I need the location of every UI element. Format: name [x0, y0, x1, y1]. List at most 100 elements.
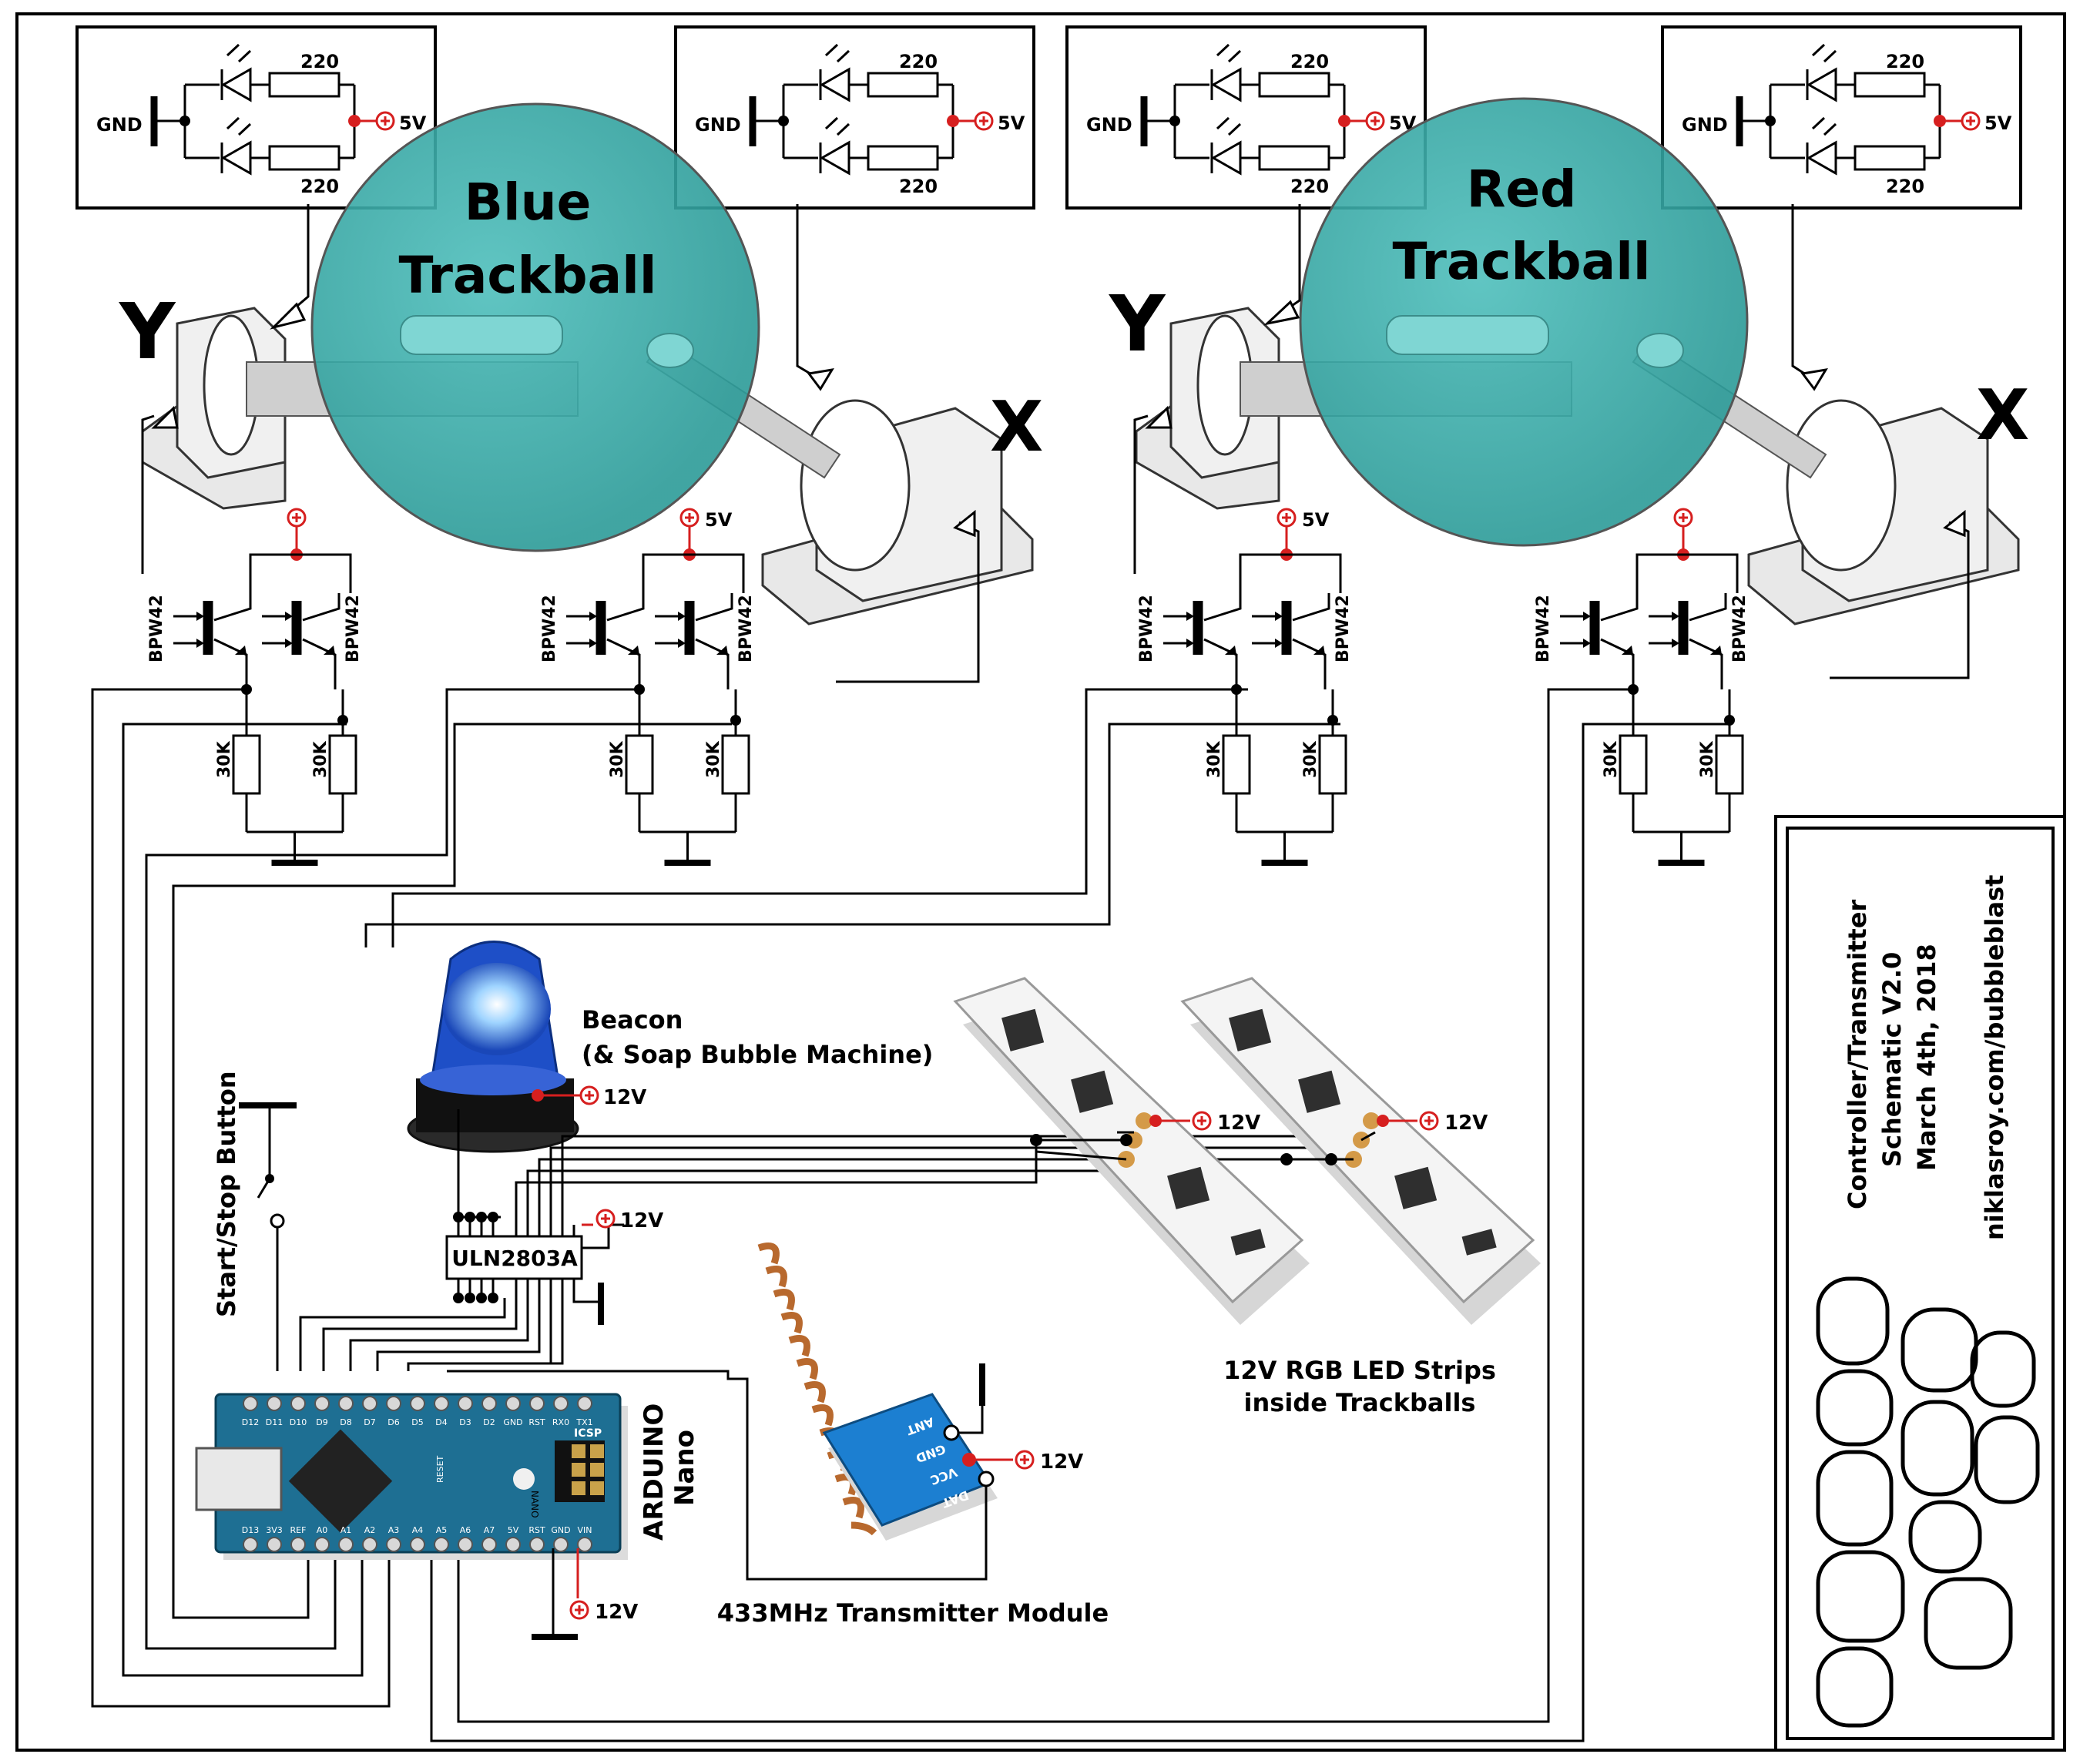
resistor-value: 30K [1205, 740, 1224, 778]
emitter [1292, 638, 1327, 689]
junction [730, 715, 741, 726]
resistor [867, 72, 939, 98]
junction [1628, 684, 1639, 695]
pin-label-a2: A2 [364, 1525, 376, 1535]
bpw42-label: BPW42 [540, 595, 559, 662]
bpw42-label: BPW42 [736, 595, 756, 662]
pin-label-a3: A3 [388, 1525, 400, 1535]
led-box-frame [1661, 25, 2022, 210]
emitter-arrow [1225, 646, 1236, 655]
header-pin [338, 1537, 354, 1552]
supply-label: 5V [1302, 509, 1330, 531]
icsp-pin [572, 1481, 585, 1495]
light-arrow-head [196, 639, 204, 648]
resistor-value: 220 [300, 176, 339, 197]
header-pin [577, 1537, 592, 1552]
header-pin [481, 1396, 497, 1411]
pin-label-d9: D9 [316, 1417, 327, 1427]
emission-arrow [226, 43, 240, 57]
header-pin [386, 1396, 401, 1411]
header-pin [410, 1396, 425, 1411]
resistor-value: 30K [1301, 740, 1320, 778]
light-arrow-head [285, 639, 293, 648]
arduino-nano [195, 1393, 628, 1560]
pin-label-a7: A7 [484, 1525, 495, 1535]
resistor-value: 30K [311, 740, 330, 778]
axis-x-red: X [1976, 375, 2029, 456]
emitter [606, 638, 641, 689]
emission-arrow [1227, 49, 1242, 63]
header-pin [243, 1396, 258, 1411]
collector [606, 593, 645, 622]
plus-icon [287, 508, 307, 528]
light-arrow-head [1275, 639, 1283, 648]
collector [1292, 593, 1330, 622]
pin-label-a0: A0 [317, 1525, 328, 1535]
wire [1635, 553, 1739, 593]
start-stop-button [239, 1102, 297, 1371]
title-url: niklasroy.com/bubbleblast [1980, 875, 2009, 1240]
axis-y-red: Y [1109, 279, 1166, 369]
header-pin [314, 1537, 330, 1552]
bpw42-label: BPW42 [1534, 595, 1553, 662]
header-pin [577, 1396, 592, 1411]
emission-arrow [836, 49, 850, 63]
resistor [1854, 72, 1926, 98]
header-pin [290, 1537, 306, 1552]
pin-label-tx1: TX1 [575, 1417, 592, 1427]
wire [249, 553, 352, 593]
header-pin [529, 1537, 545, 1552]
resistor-value: 220 [1886, 176, 1924, 197]
emitter [302, 638, 337, 689]
header-pin [529, 1396, 545, 1411]
blue-trackball-label: Blue [465, 173, 592, 232]
pin-label-d7: D7 [364, 1417, 375, 1427]
button-label: Start/Stop Button [212, 1071, 241, 1317]
pin-label-d12: D12 [242, 1417, 259, 1427]
emission-arrow [1216, 116, 1230, 130]
plus-icon [375, 111, 395, 131]
pin-label-d2: D2 [483, 1417, 495, 1427]
emission-arrow [237, 122, 252, 136]
pin-label-d11: D11 [266, 1417, 283, 1427]
resistor-value: 220 [899, 51, 938, 72]
title-line-1: Controller/Transmitter [1843, 899, 1872, 1209]
arduino-reset: RESET [435, 1455, 445, 1483]
title-block-outer [1774, 815, 2066, 1752]
emission-arrow [1216, 43, 1230, 57]
emitter-arrow [1622, 646, 1633, 655]
gnd-label: GND [96, 114, 143, 136]
supply-label: 5V [399, 112, 427, 134]
collector [1600, 593, 1639, 622]
transmitter-wiring [447, 1363, 988, 1581]
transmitter-supply: 12V [1040, 1450, 1083, 1474]
strips-label-2: inside Trackballs [1244, 1388, 1476, 1417]
title-line-3: March 4th, 2018 [1912, 944, 1941, 1171]
resistor-value: 220 [1886, 51, 1924, 72]
bpw42-label: BPW42 [1137, 595, 1156, 662]
resistor-value: 220 [1290, 51, 1329, 72]
resistor-value: 220 [1290, 176, 1329, 197]
header-pin [458, 1537, 473, 1552]
pin-label-gnd: GND [551, 1525, 570, 1535]
pulldown-resistor [1715, 734, 1744, 795]
emitter [1600, 638, 1635, 689]
emitter-arrow [1313, 646, 1325, 655]
pin-label-d5: D5 [411, 1417, 423, 1427]
header-pin [290, 1396, 306, 1411]
beacon-supply: 12V [603, 1086, 646, 1109]
resistor [1854, 145, 1926, 171]
header-pin [243, 1537, 258, 1552]
pulldown-resistor [625, 734, 654, 795]
wire [642, 553, 745, 593]
strip2-supply: 12V [1444, 1112, 1488, 1135]
header-pin [410, 1537, 425, 1552]
light-arrow-head [678, 639, 686, 648]
header-pin [362, 1396, 377, 1411]
pin-label-a5: A5 [436, 1525, 448, 1535]
beacon [407, 941, 579, 1153]
emission-arrow [1811, 116, 1826, 130]
pin-label-a6: A6 [460, 1525, 471, 1535]
